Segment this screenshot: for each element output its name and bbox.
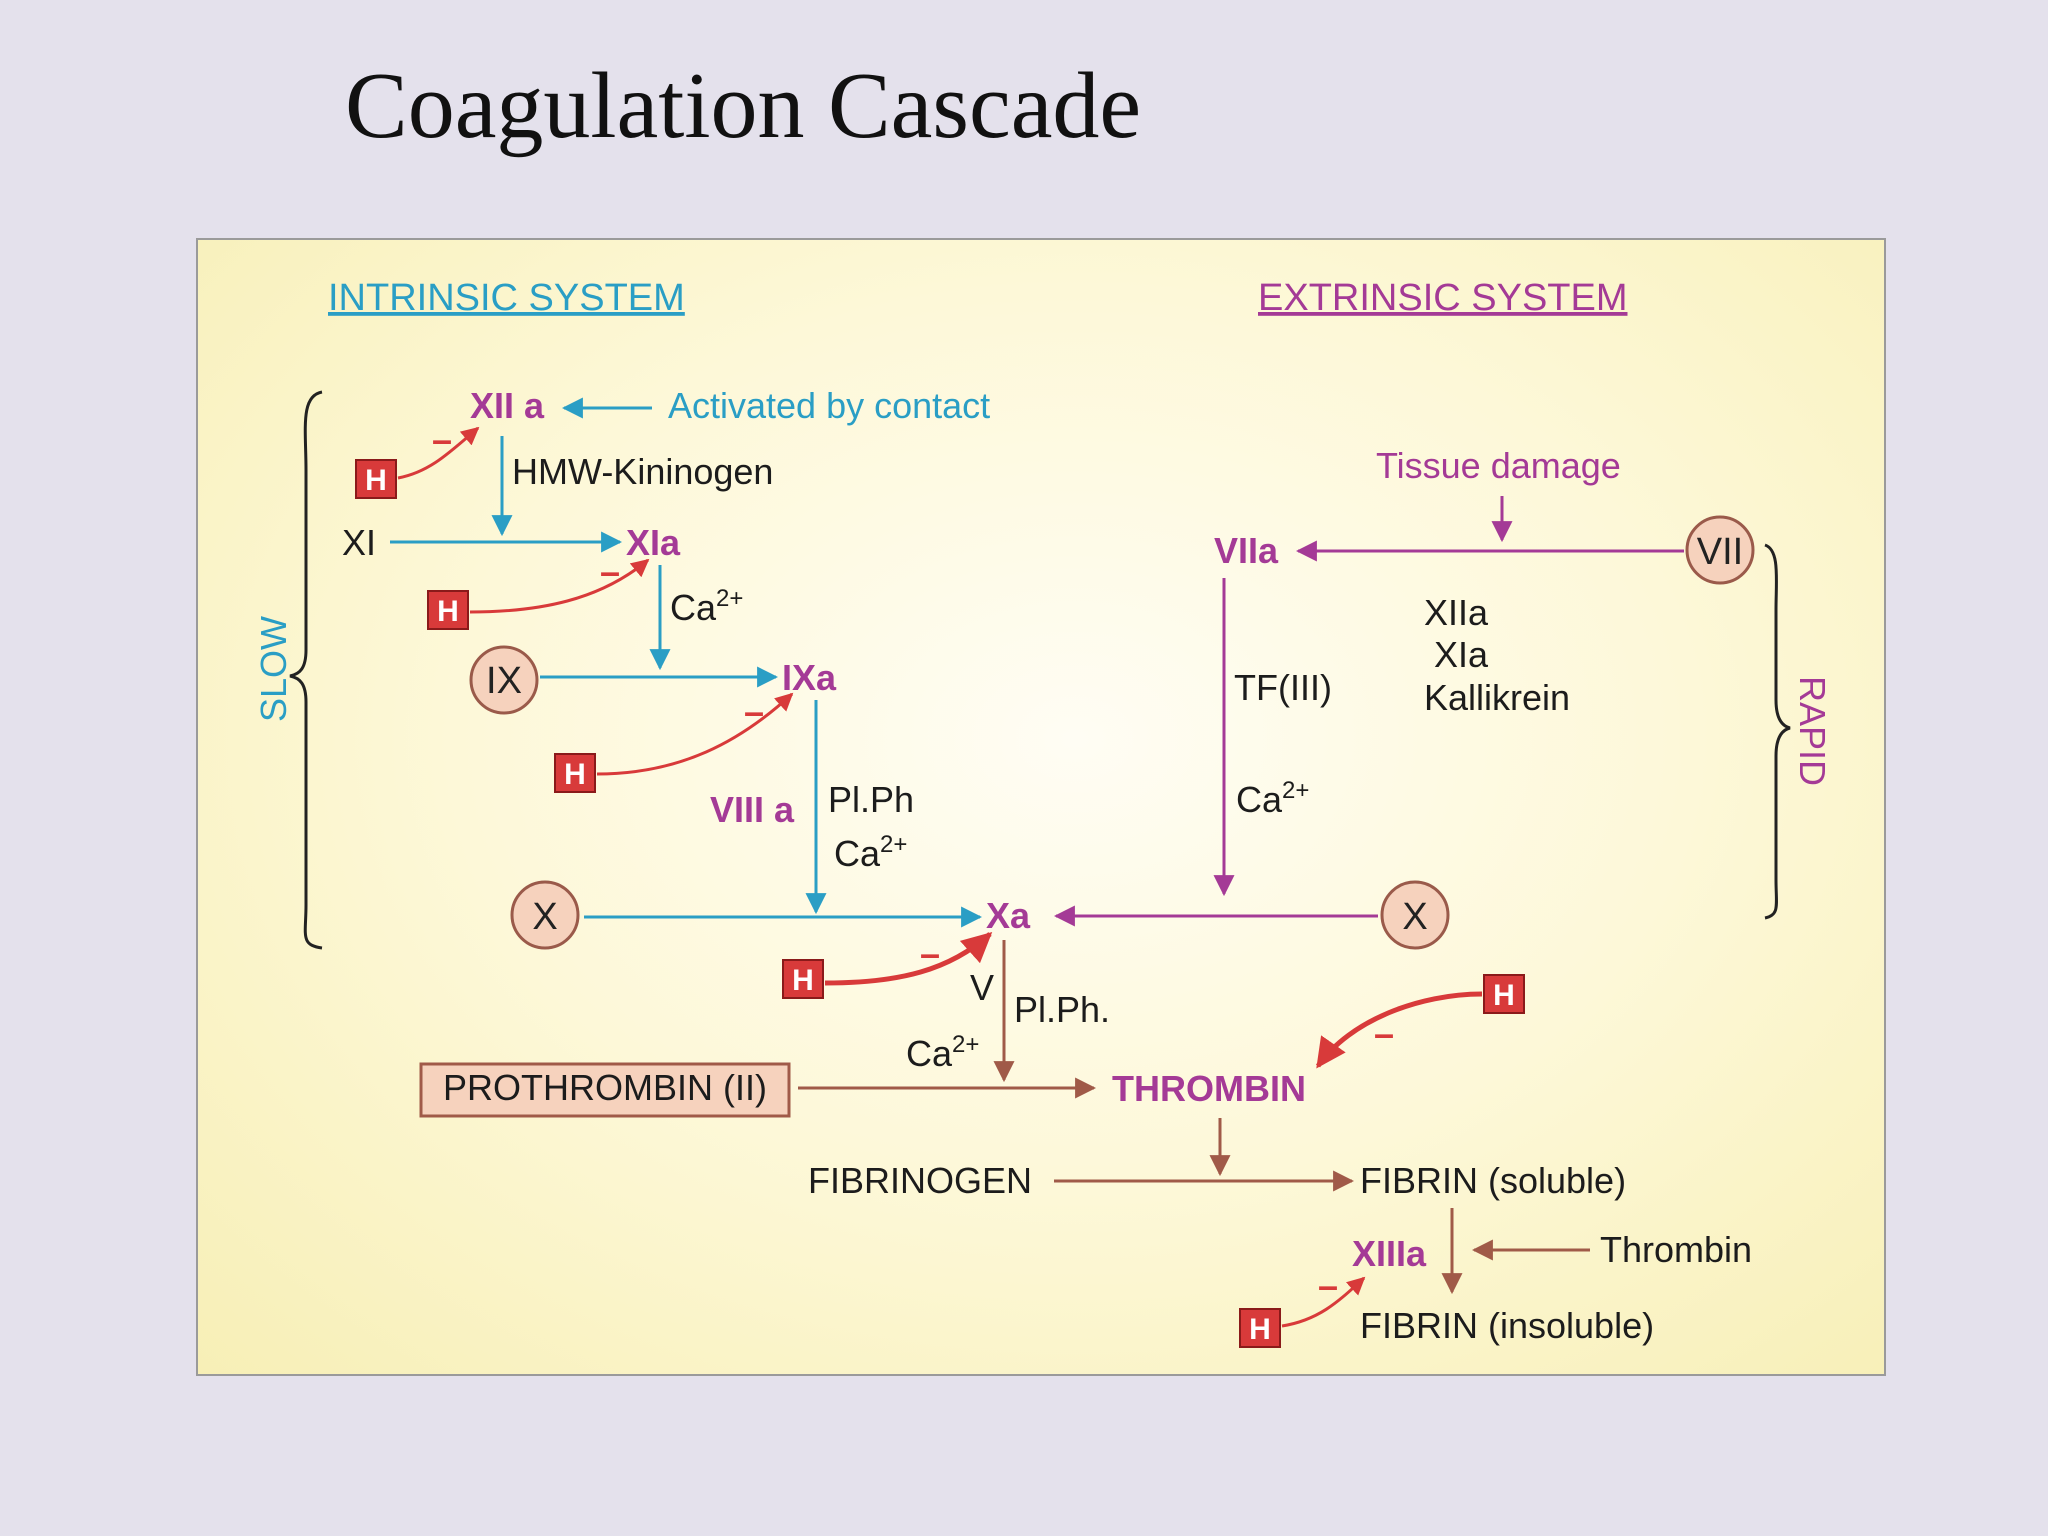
inhibit-arrow-1 [397,426,480,480]
h-label-3: H [564,758,586,791]
fibrin-insoluble-label: FIBRIN (insoluble) [1360,1305,1654,1346]
h-label-1: H [365,464,387,497]
inhibit-arrow-3 [596,692,794,776]
factor-x-intrinsic-circle [510,880,580,950]
h-label-6: H [1249,1313,1271,1346]
v-label: V [970,967,994,1008]
thrombin-small-label: Thrombin [1600,1229,1752,1270]
heparin-marker-5: H – [1315,974,1525,1069]
extrinsic-heading: EXTRINSIC SYSTEM [1258,277,1628,319]
plph-label-2: Pl.Ph. [1014,989,1110,1030]
rapid-brace [1764,543,1791,920]
inhibit-arrow-2 [469,558,650,614]
factor-ix-circle [469,645,539,715]
intrinsic-heading: INTRINSIC SYSTEM [328,277,685,319]
activator-xia: XIa [1434,634,1489,675]
inhibit-arrow-6 [1281,1276,1366,1328]
tissue-damage-label: Tissue damage [1376,445,1621,486]
ca-label-1: Ca2+ [670,585,743,628]
x-intrinsic-label: X [532,896,557,938]
h-label-2: H [437,595,459,628]
factor-x-extrinsic-circle [1380,880,1450,950]
contact-label: Activated by contact [668,385,990,426]
inhibit-arrow-5 [1315,991,1483,1069]
slow-brace [289,390,323,950]
ixa-label: IXa [782,657,837,698]
viiia-label: VIII a [710,789,795,830]
activator-xiia: XIIa [1424,592,1489,633]
tf-label: TF(III) [1234,667,1332,708]
heparin-marker-2: H – [427,551,650,630]
vii-label: VII [1697,531,1743,573]
hmwk-label: HMW-Kininogen [512,451,773,492]
ca-label-4: Ca2+ [906,1031,979,1074]
heparin-marker-1: H – [355,419,480,499]
prothrombin-label: PROTHROMBIN (II) [443,1067,767,1108]
xa-label: Xa [986,895,1031,936]
minus-label-3: – [744,691,764,732]
minus-label-4: – [920,933,940,974]
heparin-marker-4: H – [782,931,993,999]
slow-label: SLOW [253,616,294,722]
fibrinogen-label: FIBRINOGEN [808,1160,1032,1201]
ca-label-2: Ca2+ [834,831,907,874]
heparin-marker-3: H – [554,691,794,793]
page-title: Coagulation Cascade [345,54,1142,158]
inhibit-arrow-4 [824,931,993,986]
factor-vii-circle [1685,515,1755,585]
minus-label-2: – [600,551,620,592]
minus-label-1: – [432,419,452,460]
fibrin-soluble-label: FIBRIN (soluble) [1360,1160,1626,1201]
ix-label: IX [486,660,522,702]
viia-label: VIIa [1214,530,1279,571]
plph-label-1: Pl.Ph [828,779,914,820]
thrombin-label: THROMBIN [1112,1068,1306,1109]
xiiia-label: XIIIa [1352,1233,1427,1274]
minus-label-6: – [1318,1265,1338,1306]
x-extrinsic-label: X [1402,896,1427,938]
rapid-label: RAPID [1792,676,1833,786]
prothrombin-box [419,1062,791,1118]
h-label-4: H [792,964,814,997]
ca-label-3: Ca2+ [1236,777,1309,820]
activator-kallikrein: Kallikrein [1424,677,1570,718]
minus-label-5: – [1374,1013,1394,1054]
heparin-marker-6: H – [1239,1265,1366,1348]
xiia-label: XII a [470,385,545,426]
xi-label: XI [342,522,376,563]
xia-label: XIa [626,522,681,563]
h-label-5: H [1493,979,1515,1012]
